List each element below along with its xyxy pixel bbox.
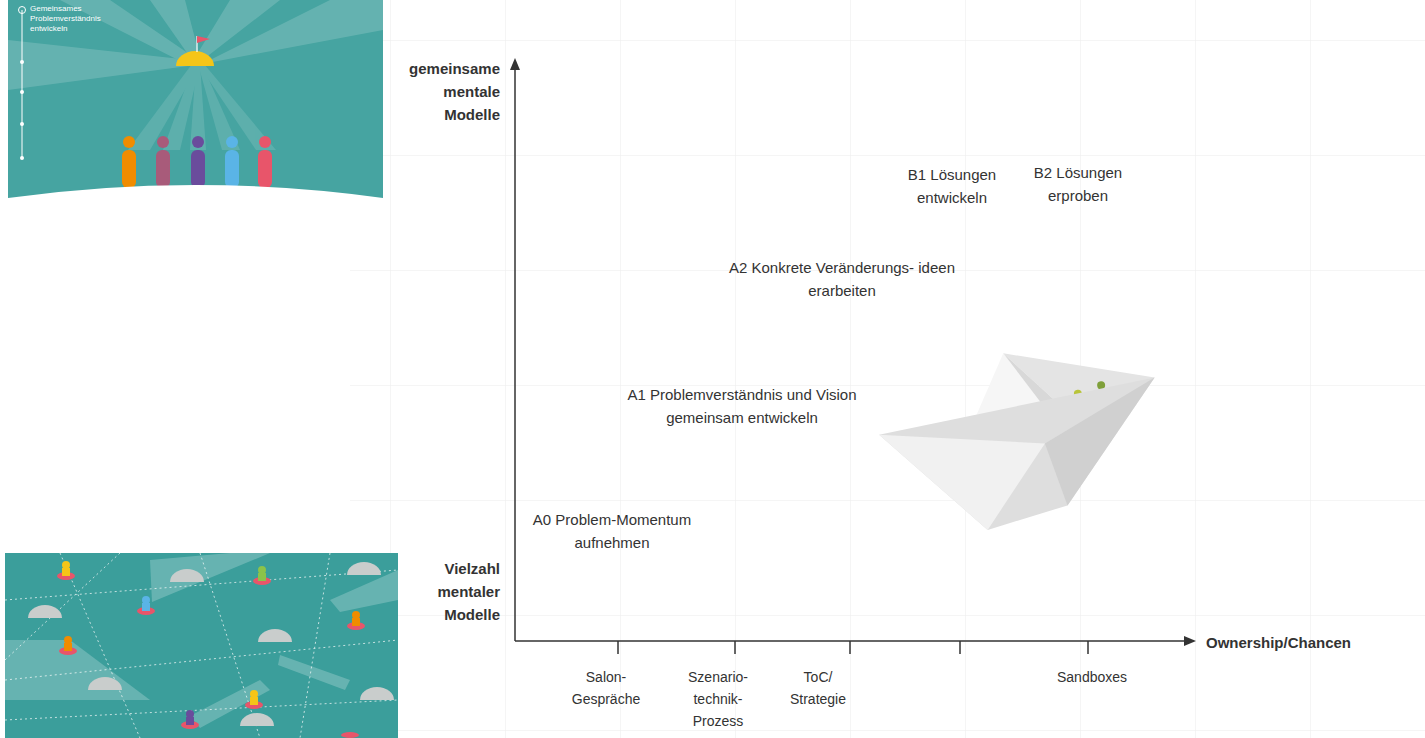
phase-label: A0 Problem-Momentum aufnehmen: [507, 508, 717, 554]
phase-label: B2 Lösungen erproben: [1023, 161, 1133, 207]
illustration-caption: Gemeinsames Problemverständnis entwickel…: [30, 4, 130, 34]
tick-label: Salon- Gespräche: [564, 666, 649, 710]
axis-label: gemeinsame mentale Modelle: [390, 57, 500, 126]
grid-area: [350, 0, 1425, 738]
axis-label: Vielzahl mentaler Modelle: [390, 557, 500, 626]
axis-arrowhead: [1184, 636, 1196, 646]
tick-label: Szenario- technik- Prozess: [676, 666, 761, 732]
tick-label: ToC/ Strategie: [776, 666, 861, 710]
phase-label: B1 Lösungen entwickeln: [897, 163, 1007, 209]
axis-label: Ownership/Chancen: [1206, 631, 1406, 654]
phase-label: A2 Konkrete Veränderungs- ideen erarbeit…: [717, 256, 967, 302]
axes: [515, 66, 1186, 654]
axis-arrowhead: [510, 58, 520, 70]
tick-label: Sandboxes: [1037, 666, 1147, 688]
phase-label: A1 Problemverständnis und Vision gemeins…: [607, 383, 877, 429]
